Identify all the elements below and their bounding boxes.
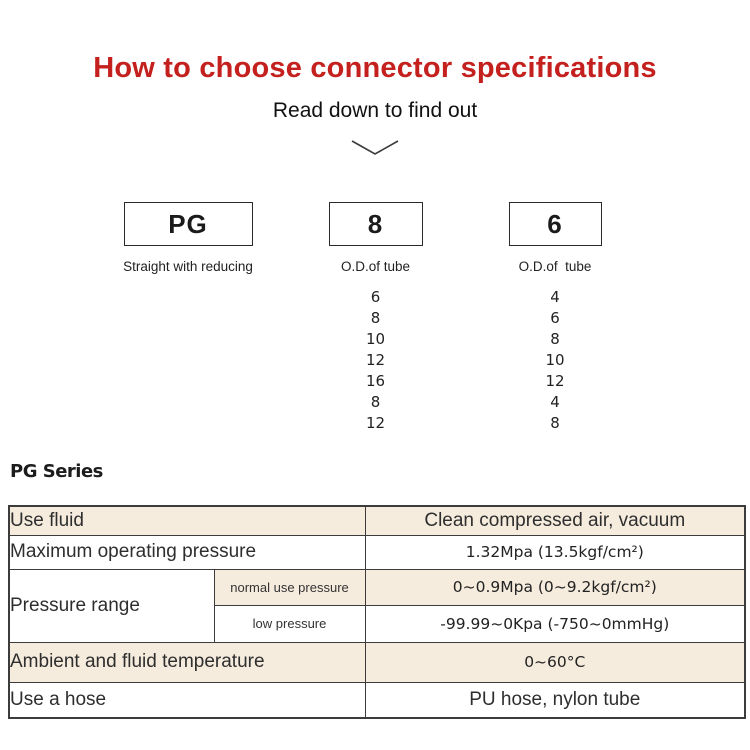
spec-value-max-operating-pressure: 1.32Mpa (13.5kgf/cm²) xyxy=(364,534,746,570)
code-box-pg: PG xyxy=(123,202,253,246)
code-box-8: 8 xyxy=(328,202,423,246)
tube-size-option: 6 xyxy=(370,288,381,306)
picker-column-8: 8 O.D.of tube 6 8 10 12 16 8 12 xyxy=(300,202,451,434)
series-heading: PG Series xyxy=(10,461,103,482)
spec-value-ambient-fluid-temperature: 0~60°C xyxy=(364,641,746,683)
spec-value-normal-use-pressure: 0~0.9Mpa (0~9.2kgf/cm²) xyxy=(364,568,746,606)
spec-label-use-a-hose: Use a hose xyxy=(8,681,366,719)
spec-sublabel-normal-use-pressure: normal use pressure xyxy=(213,568,366,606)
tube-size-option: 10 xyxy=(545,351,565,369)
code-label-pg: Straight with reducing xyxy=(123,259,253,274)
chevron-down-icon xyxy=(351,139,399,157)
tube-size-option: 8 xyxy=(370,393,381,411)
code-box-6: 6 xyxy=(508,202,602,246)
tube-size-option: 16 xyxy=(365,372,386,390)
table-row: Maximum operating pressure 1.32Mpa (13.5… xyxy=(8,534,746,570)
spec-label-use-fluid: Use fluid xyxy=(8,505,366,536)
picker-column-6: 6 O.D.of tube 4 6 8 10 12 4 8 xyxy=(480,202,630,434)
tube-size-option: 6 xyxy=(550,309,560,327)
table-row: Use a hose PU hose, nylon tube xyxy=(8,681,746,719)
tube-size-list-8: 6 8 10 12 16 8 12 xyxy=(300,287,451,434)
tube-size-option: 8 xyxy=(550,330,560,348)
picker-column-pg: PG Straight with reducing xyxy=(108,202,268,274)
table-row: Ambient and fluid temperature 0~60°C xyxy=(8,641,746,683)
spec-label-ambient-fluid-temperature: Ambient and fluid temperature xyxy=(8,641,366,683)
page-title: How to choose connector specifications xyxy=(93,52,657,84)
tube-size-option: 8 xyxy=(370,309,381,327)
tube-size-option: 4 xyxy=(550,393,560,411)
tube-size-option: 4 xyxy=(550,288,560,306)
tube-size-option: 12 xyxy=(545,372,565,390)
tube-size-option: 8 xyxy=(550,414,560,432)
code-label-6: O.D.of tube xyxy=(518,259,592,274)
tube-size-option: 12 xyxy=(365,351,386,369)
spec-label-max-operating-pressure: Maximum operating pressure xyxy=(8,534,366,570)
tube-size-option: 10 xyxy=(365,330,386,348)
table-row: low pressure -99.99~0Kpa (-750~0mmHg) xyxy=(9,604,746,643)
page-subtitle: Read down to find out xyxy=(272,99,478,122)
code-label-8: O.D.of tube xyxy=(340,259,411,274)
spec-value-use-a-hose: PU hose, nylon tube xyxy=(364,681,746,719)
spec-sublabel-low-pressure: low pressure xyxy=(213,604,366,643)
tube-size-list-6: 4 6 8 10 12 4 8 xyxy=(480,287,630,434)
spec-value-use-fluid: Clean compressed air, vacuum xyxy=(364,505,746,536)
table-row: Use fluid Clean compressed air, vacuum xyxy=(8,505,746,536)
spec-value-low-pressure: -99.99~0Kpa (-750~0mmHg) xyxy=(364,604,746,643)
spec-label-pressure-range: Pressure range xyxy=(8,568,215,643)
table-row: Pressure range normal use pressure 0~0.9… xyxy=(8,568,746,643)
tube-size-option: 12 xyxy=(365,414,386,432)
spec-table: Use fluid Clean compressed air, vacuum M… xyxy=(8,505,747,719)
